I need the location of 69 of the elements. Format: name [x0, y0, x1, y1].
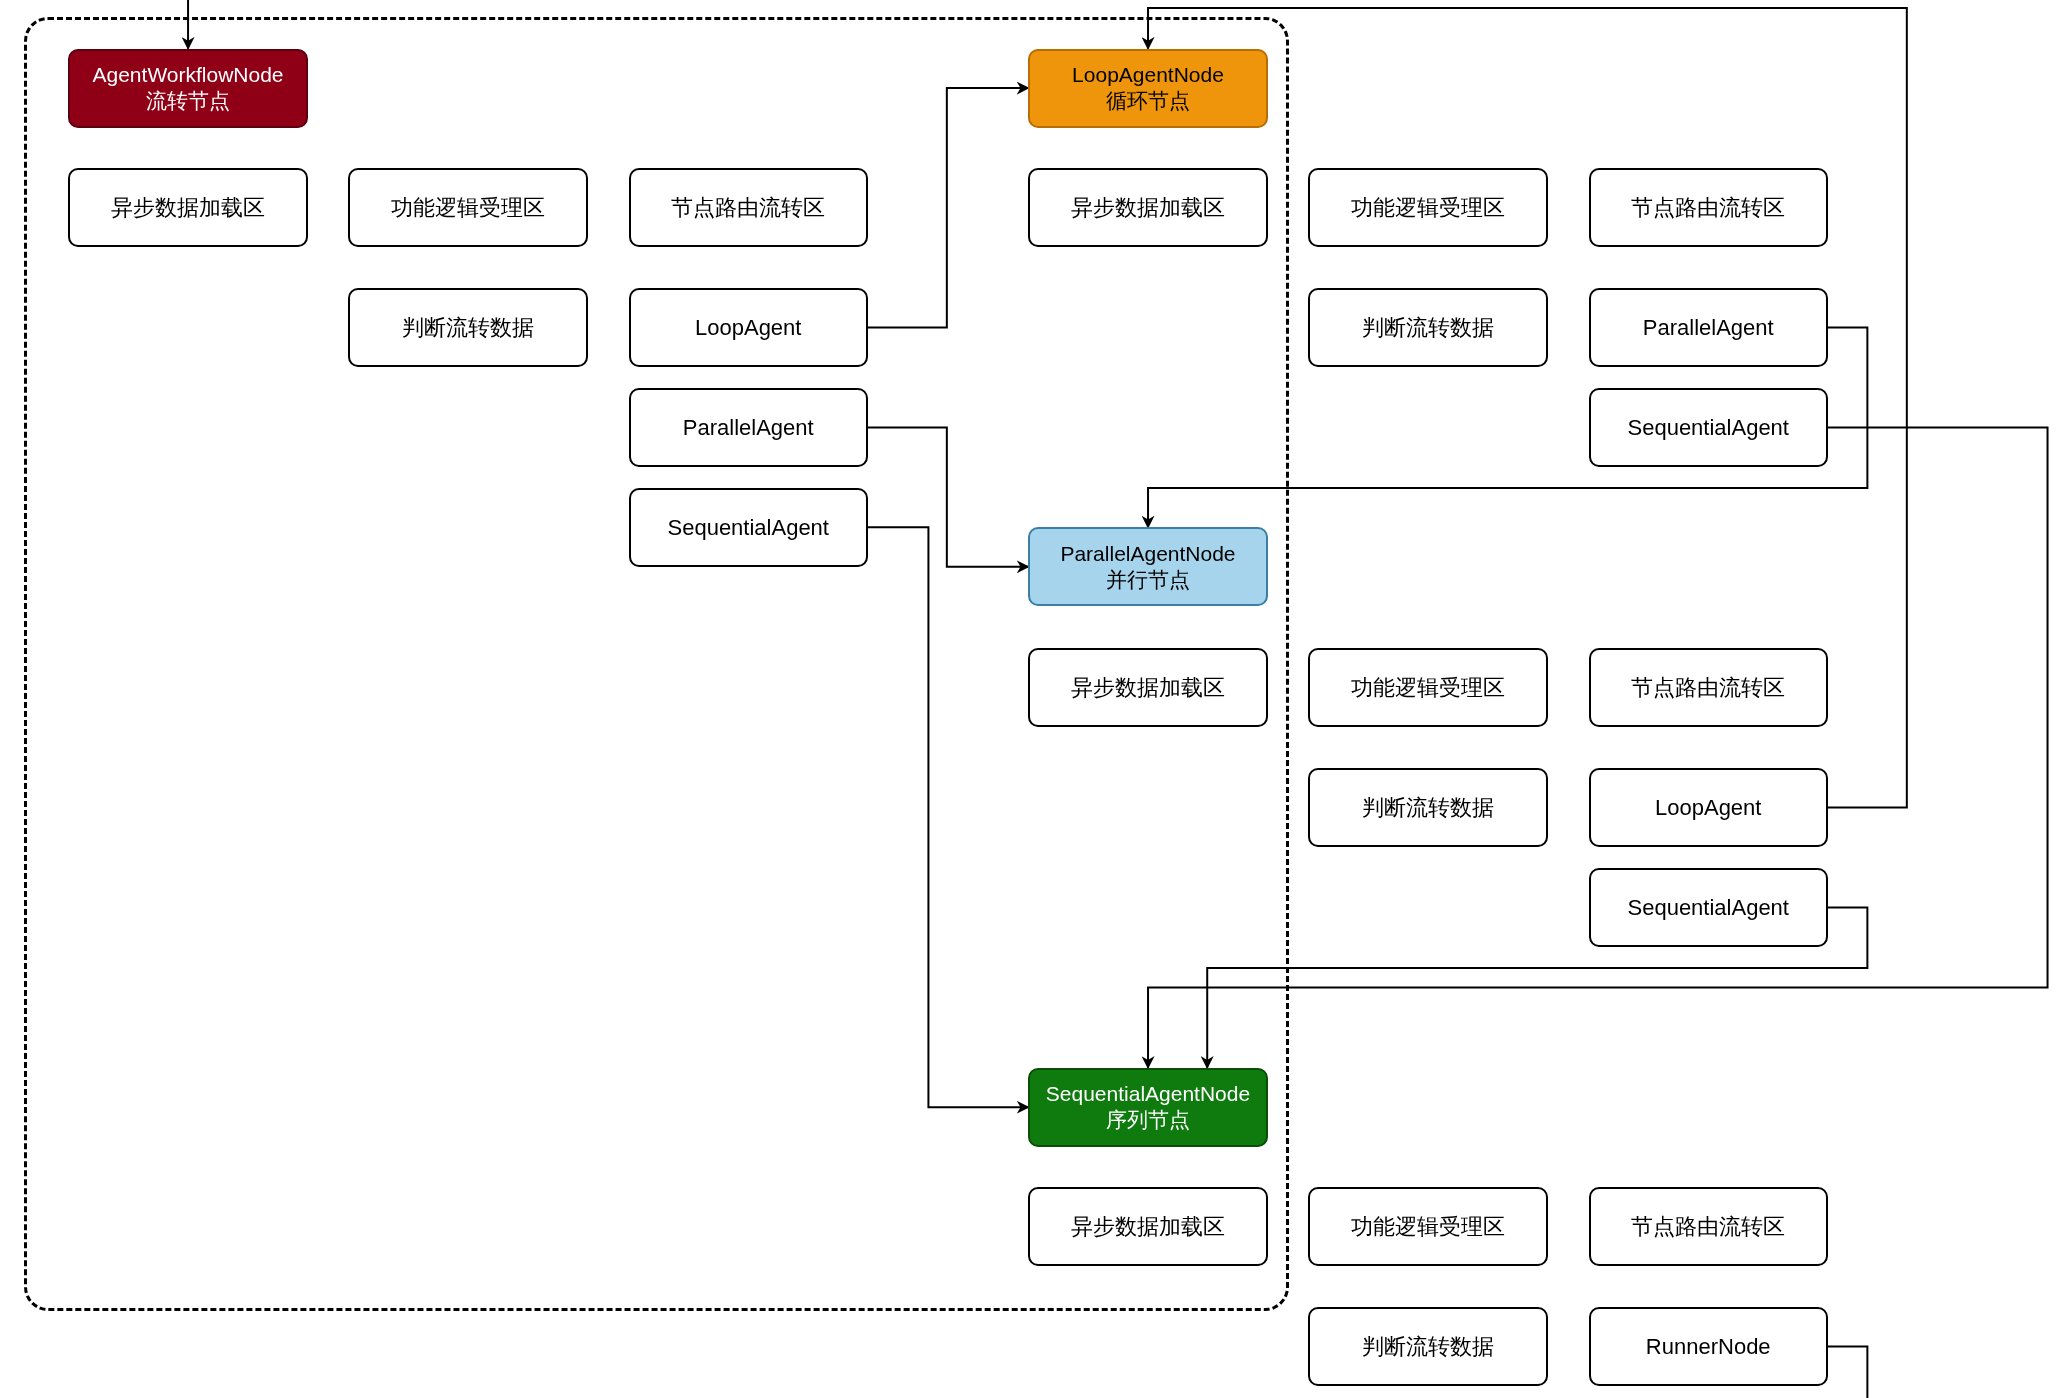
process-box	[628, 487, 868, 567]
connector-arrow	[866, 426, 1030, 574]
process-box	[1028, 168, 1268, 248]
process-box	[1308, 768, 1548, 847]
node-label: 异步数据加载区	[111, 194, 265, 222]
node-label: 并行节点	[1106, 566, 1190, 593]
title-node-box	[68, 48, 308, 128]
title-node-box	[1028, 1067, 1268, 1147]
process-box	[1588, 168, 1828, 248]
process-box	[1028, 1187, 1268, 1267]
process-box	[1588, 387, 1828, 467]
node-label: ParallelAgent	[682, 413, 814, 442]
process-box	[1308, 1307, 1548, 1387]
process-box	[1308, 1187, 1548, 1267]
node-label: 判断流转数据	[1362, 313, 1495, 342]
node-label: SequentialAgent	[1627, 893, 1789, 922]
process-box	[1588, 768, 1828, 847]
node-label: 功能逻辑受理区	[1351, 674, 1506, 702]
process-box	[68, 168, 308, 248]
node-label: SequentialAgent	[1627, 413, 1789, 442]
node-label: 异步数据加载区	[1071, 674, 1225, 702]
node-label: 异步数据加载区	[1071, 194, 1225, 222]
node-label: 功能逻辑受理区	[1351, 194, 1506, 222]
process-box	[1588, 288, 1828, 367]
process-box	[348, 288, 588, 367]
process-box	[628, 387, 868, 467]
process-box	[1588, 648, 1828, 728]
node-label: 功能逻辑受理区	[1351, 1213, 1506, 1241]
process-box	[1588, 1187, 1828, 1267]
node-label: RunnerNode	[1645, 1332, 1771, 1361]
process-box	[1308, 288, 1548, 367]
process-box	[348, 168, 588, 248]
node-label: 判断流转数据	[1362, 1332, 1495, 1361]
process-box	[628, 168, 868, 248]
node-label: 序列节点	[1106, 1107, 1190, 1134]
dashed-group-container	[23, 17, 1289, 1312]
process-box	[1308, 168, 1548, 248]
node-label: 节点路由流转区	[1631, 1213, 1786, 1241]
connector-arrow	[866, 526, 1030, 1114]
connector-arrow	[1141, 426, 2049, 1070]
node-label: 节点路由流转区	[1631, 194, 1786, 222]
title-node-box	[1028, 48, 1268, 128]
connector-arrow	[1200, 906, 1869, 1070]
node-label: 功能逻辑受理区	[391, 194, 546, 222]
node-label: LoopAgentNode	[1072, 61, 1224, 88]
node-label: ParallelAgentNode	[1060, 540, 1236, 567]
process-box	[1308, 648, 1548, 728]
connector-arrow	[181, 0, 195, 50]
process-box	[1588, 867, 1828, 947]
node-label: ParallelAgent	[1642, 313, 1774, 342]
process-box	[628, 288, 868, 367]
process-box	[1588, 1307, 1828, 1387]
connector-arrow	[1141, 6, 1908, 809]
node-label: 循环节点	[1106, 88, 1190, 115]
process-box	[1028, 648, 1268, 728]
node-label: 异步数据加载区	[1071, 1213, 1225, 1241]
node-label: 节点路由流转区	[1631, 674, 1786, 702]
node-label: LoopAgent	[1655, 793, 1762, 822]
node-label: AgentWorkflowNode	[92, 61, 284, 88]
node-label: SequentialAgent	[667, 513, 829, 542]
node-label: 节点路由流转区	[671, 194, 826, 222]
node-label: 流转节点	[146, 88, 230, 115]
node-label: SequentialAgentNode	[1045, 1081, 1251, 1107]
node-label: LoopAgent	[695, 313, 802, 342]
connector-arrow	[866, 81, 1030, 329]
node-label: 判断流转数据	[402, 313, 535, 342]
connector-arrow	[1141, 326, 1869, 529]
node-label: 判断流转数据	[1362, 793, 1495, 822]
title-node-box	[1028, 527, 1268, 607]
